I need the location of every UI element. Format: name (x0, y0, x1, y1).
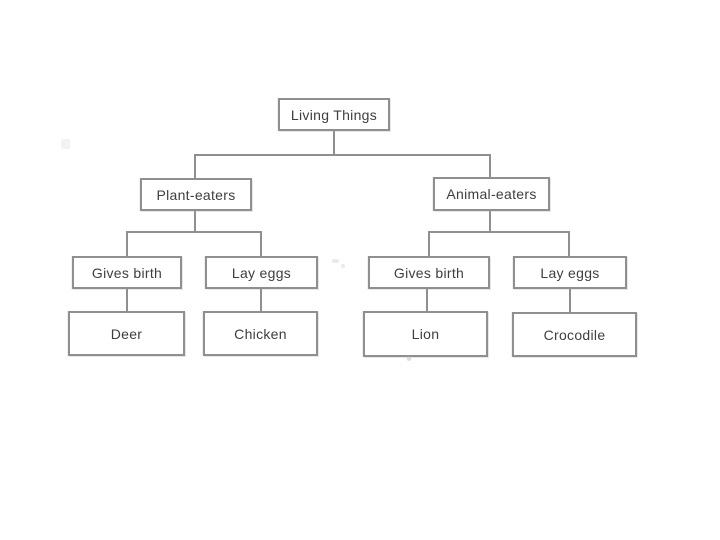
node-animal-gives-birth: Gives birth (368, 256, 490, 289)
node-animal-eaters: Animal-eaters (433, 177, 550, 211)
connector-drop-animal (489, 154, 491, 179)
connector-level1-crossbar (195, 154, 491, 156)
scan-artifact (341, 264, 345, 268)
node-crocodile-label: Crocodile (543, 326, 606, 343)
node-plant-eaters-label: Plant-eaters (156, 186, 236, 203)
node-animal-lay-eggs-label: Lay eggs (540, 264, 600, 281)
node-deer: Deer (68, 311, 185, 356)
node-living-things-label: Living Things (290, 106, 378, 123)
connector-drop-plant (194, 154, 196, 179)
node-plant-lay-eggs-label: Lay eggs (231, 264, 292, 281)
connector-plant-crossbar (126, 231, 262, 233)
node-chicken-label: Chicken (234, 325, 287, 342)
connector-drop-animal-birth (428, 231, 430, 257)
scan-artifact (407, 356, 411, 361)
node-lion-label: Lion (411, 326, 440, 342)
node-plant-gives-birth-label: Gives birth (91, 264, 163, 281)
connector-drop-plant-birth (126, 231, 128, 257)
node-plant-eaters: Plant-eaters (140, 178, 252, 211)
connector-drop-animal-eggs (568, 231, 570, 257)
connector-eggs-chicken (260, 288, 262, 312)
node-crocodile: Crocodile (512, 312, 637, 357)
connector-birth-lion (426, 288, 428, 312)
connector-animal-crossbar (428, 231, 570, 233)
scan-artifact (61, 139, 70, 149)
connector-drop-plant-eggs (260, 231, 262, 257)
node-deer-label: Deer (110, 325, 143, 342)
connector-plant-stem (194, 210, 196, 233)
connector-root-stem (333, 131, 335, 156)
scan-artifact (332, 259, 339, 263)
node-animal-eaters-label: Animal-eaters (446, 186, 537, 202)
node-animal-lay-eggs: Lay eggs (513, 256, 627, 289)
node-chicken: Chicken (203, 311, 318, 356)
node-plant-gives-birth: Gives birth (72, 256, 182, 289)
connector-animal-stem (489, 211, 491, 233)
node-living-things: Living Things (278, 98, 390, 131)
connector-eggs-crocodile (569, 288, 571, 312)
connector-birth-deer (126, 288, 128, 312)
node-lion: Lion (363, 311, 488, 357)
node-animal-gives-birth-label: Gives birth (393, 264, 465, 281)
node-plant-lay-eggs: Lay eggs (205, 256, 318, 289)
